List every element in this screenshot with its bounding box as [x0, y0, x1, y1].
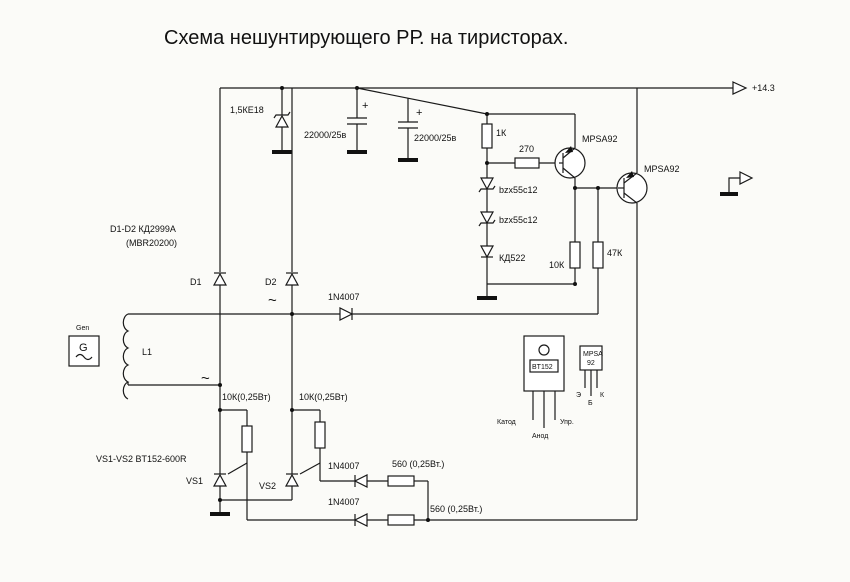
- generator-letter: G: [79, 342, 88, 354]
- thyristor-vs2-label: VS2: [259, 481, 276, 491]
- diode-d2: [284, 272, 300, 420]
- diode-d1-label: D1: [190, 277, 202, 287]
- resistor-gate-1: [220, 409, 253, 475]
- gate-drive-upper: [319, 463, 429, 520]
- transistor-q1-label: MPSA92: [582, 134, 618, 144]
- gate-drive-lower: [246, 463, 637, 527]
- mpsa92-package-label-2: 92: [587, 360, 595, 367]
- mpsa92-package: [579, 345, 603, 396]
- zener-2-label: bzx55c12: [499, 215, 538, 225]
- ground-marker-right: [720, 171, 754, 196]
- diode-kd522-label: КД522: [499, 253, 525, 263]
- mpsa92-pin-base: Б: [588, 400, 593, 407]
- diode-1n4007-sense: [128, 307, 598, 321]
- mpsa92-pin-emitter: Э: [576, 392, 581, 399]
- transistor-q1: [554, 145, 618, 242]
- capacitor-2-polarity: +: [416, 107, 422, 119]
- resistor-47k-label: 47К: [607, 248, 623, 258]
- tvs-diode: [272, 88, 292, 154]
- capacitor-2: [398, 98, 418, 162]
- gate-drive-upper-resistor-label: 560 (0,25Вт.): [392, 459, 444, 469]
- mpsa92-pin-collector: К: [600, 392, 605, 399]
- resistor-270: [514, 157, 559, 169]
- gate-drive-lower-diode-label: 1N4007: [328, 497, 360, 507]
- positive-rail: [220, 87, 733, 145]
- thyristors-title: VS1-VS2 BT152-600R: [96, 454, 187, 464]
- resistor-47k: [592, 188, 604, 314]
- ac-input-mark-1: ~: [268, 292, 277, 309]
- resistor-gate-1-label: 10К(0,25Вт): [222, 392, 271, 402]
- capacitor-1-label: 22000/25в: [304, 130, 347, 140]
- diode-d2-label: D2: [265, 277, 277, 287]
- diagram-title: Схема нешунтирующего РР. на тиристорах.: [164, 27, 568, 49]
- gate-drive-lower-resistor-label: 560 (0,25Вт.): [430, 504, 482, 514]
- diode-d1: [212, 272, 228, 410]
- diode-1n4007-sense-label: 1N4007: [328, 292, 360, 302]
- inductor-l1: [122, 313, 220, 400]
- transistor-q2-label: MPSA92: [644, 164, 680, 174]
- zener-2: [478, 211, 496, 246]
- generator-label: Gen: [76, 325, 89, 332]
- bt152-pin-anode: Анод: [532, 433, 548, 440]
- resistor-1k-label: 1К: [496, 128, 507, 138]
- bt152-pin-cathode: Катод: [497, 419, 516, 426]
- junction-dots: [218, 86, 600, 522]
- bt152-package: [523, 335, 565, 428]
- resistor-10k: [569, 241, 581, 284]
- gate-drive-upper-diode-label: 1N4007: [328, 461, 360, 471]
- thyristor-vs2: [284, 420, 300, 500]
- resistor-270-label: 270: [519, 144, 534, 154]
- diodes-alt-label: (MBR20200): [126, 238, 177, 248]
- resistor-gate-2: [292, 409, 326, 475]
- diodes-title: D1-D2 КД2999А: [110, 224, 176, 234]
- generator: [68, 335, 100, 367]
- capacitor-1-polarity: +: [362, 100, 368, 112]
- output-terminal: [732, 81, 748, 95]
- output-voltage-label: +14.3: [752, 83, 775, 93]
- zener-1-label: bzx55c12: [499, 185, 538, 195]
- bt152-pin-gate: Упр.: [560, 419, 574, 426]
- left-rail: [219, 88, 293, 272]
- transistor-q2: [616, 88, 648, 520]
- diode-kd522: [477, 245, 575, 300]
- resistor-gate-2-label: 10К(0,25Вт): [299, 392, 348, 402]
- bt152-package-label: BT152: [532, 364, 553, 371]
- capacitor-1: [347, 88, 367, 154]
- ac-input-mark-2: ~: [201, 370, 210, 387]
- thyristor-vs1-label: VS1: [186, 476, 203, 486]
- capacitor-2-label: 22000/25в: [414, 133, 457, 143]
- inductor-l1-label: L1: [142, 347, 152, 357]
- zener-1: [478, 177, 496, 212]
- mpsa92-package-label-1: MPSA: [583, 351, 603, 358]
- resistor-10k-label: 10К: [549, 260, 565, 270]
- tvs-label: 1,5КЕ18: [230, 105, 264, 115]
